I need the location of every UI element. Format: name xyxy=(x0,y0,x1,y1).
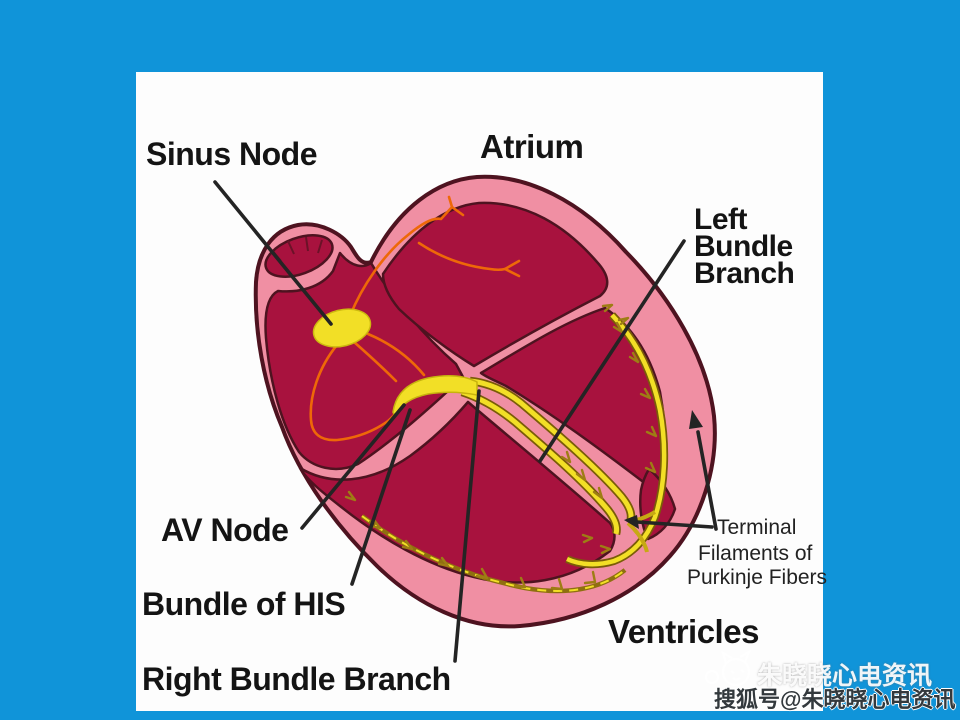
label-sinus-node: Sinus Node xyxy=(146,136,318,172)
pointer-terminal-upper xyxy=(696,430,718,531)
label-left-bundle-branch-line3: Branch xyxy=(694,257,795,290)
terminal-arrowhead-lower xyxy=(624,515,639,529)
watermark-text-line1: 朱晓晓心电资讯 xyxy=(757,662,933,690)
atrium-chamber xyxy=(381,201,609,368)
label-terminal-filaments-line1: Terminal xyxy=(717,516,797,539)
pointer-bundle-of-his xyxy=(350,408,412,586)
label-atrium: Atrium xyxy=(480,128,584,165)
terminal-arrowhead-upper xyxy=(689,410,703,429)
label-bundle-of-his: Bundle of HIS xyxy=(142,586,346,622)
label-av-node: AV Node xyxy=(161,512,289,548)
pointer-right-bundle-branch xyxy=(453,389,481,663)
watermark-text-line2: 搜狐号@朱晓晓心电资讯 xyxy=(714,687,956,712)
label-left-bundle-branch-line2: Bundle xyxy=(694,230,793,263)
pointer-av-node xyxy=(300,403,406,530)
label-terminal-filaments-line3: Purkinje Fibers xyxy=(687,566,828,589)
pointer-lines xyxy=(213,180,718,663)
pointer-terminal-lower xyxy=(635,520,714,529)
chambers xyxy=(264,201,677,584)
his-bundle xyxy=(460,376,657,553)
label-ventricles: Ventricles xyxy=(608,613,759,650)
label-right-bundle-branch: Right Bundle Branch xyxy=(142,661,451,697)
lower-ventricle-chamber xyxy=(298,400,616,584)
pointer-sinus-node xyxy=(213,180,333,326)
pointer-left-bundle-branch xyxy=(538,239,686,463)
watermark-cat-logo xyxy=(704,649,752,687)
purkinje-twigs xyxy=(344,303,658,591)
label-left-bundle-branch: Left Bundle Branch xyxy=(694,203,795,290)
label-terminal-filaments-line2: Filaments of xyxy=(698,542,813,565)
left-bundle-branch-shape xyxy=(565,312,669,569)
label-left-bundle-branch-line1: Left xyxy=(694,203,748,236)
